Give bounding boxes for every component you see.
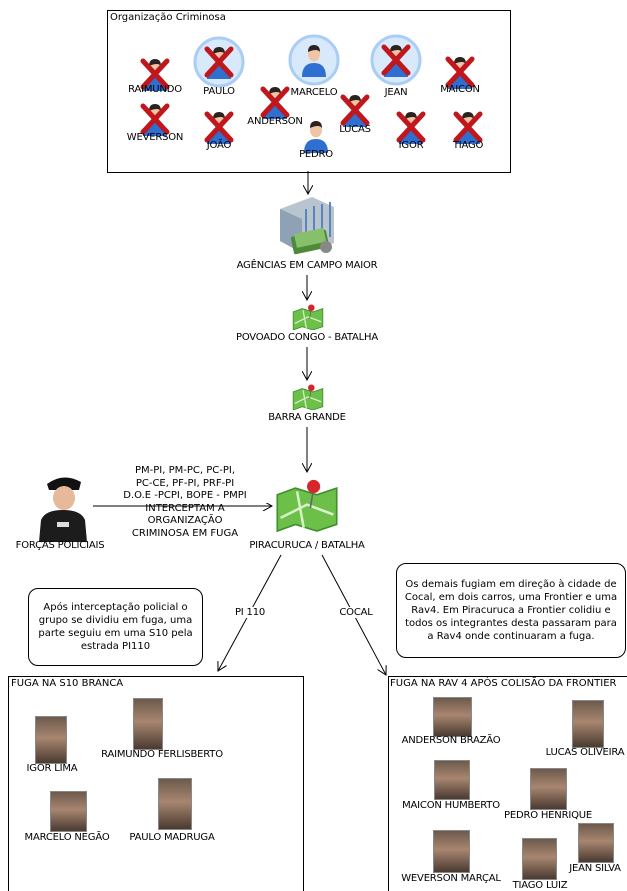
cross-mark [140, 103, 170, 135]
route-label-barra-grande: BARRA GRANDE [268, 412, 346, 423]
action-line: PC-CE, PF-PI, PRF-PI [135, 477, 235, 489]
suspect-name: JEAN SILVA [569, 863, 621, 874]
cross-mark [396, 111, 426, 143]
suspect-name: WEVERSON MARÇAL [401, 873, 501, 884]
branch-label-cocal: COCAL [339, 607, 373, 618]
person-icon [138, 100, 172, 143]
suspect-photo [522, 838, 557, 880]
member-label: PEDRO [299, 149, 333, 160]
suspect-photo [433, 697, 472, 737]
person-icon [338, 91, 372, 134]
suspect-name: PEDRO HENRIQUE [504, 810, 592, 821]
group-s10 [8, 676, 304, 891]
suspect-name: ANDERSON BRAZÃO [401, 735, 501, 746]
route-label-congo: POVOADO CONGO - BATALHA [235, 332, 379, 343]
person-icon [288, 34, 341, 90]
member-label: ANDERSON [247, 116, 303, 127]
cross-mark [445, 56, 475, 88]
cross-mark [204, 111, 234, 143]
suspect-photo [530, 768, 567, 810]
member-label: LUCAS [339, 124, 371, 135]
map-pin-icon [274, 474, 340, 535]
member-label: PAULO [203, 86, 235, 97]
cross-mark [260, 86, 290, 118]
suspect-photo [572, 700, 604, 748]
map-pin-icon [291, 382, 325, 413]
group-rav4-title: FUGA NA RAV 4 APÓS COLISÃO DA FRONTIER [390, 678, 617, 689]
suspect-photo [433, 830, 470, 873]
person-icon [202, 108, 236, 151]
suspect-name: RAIMUNDO FERLISBERTO [101, 749, 223, 760]
cross-mark [140, 58, 170, 90]
suspect-photo [578, 823, 614, 863]
person-icon [193, 36, 246, 92]
cross-mark [204, 46, 234, 78]
suspect-photo [50, 791, 87, 832]
action-line: ORGANIZAÇÃO [147, 515, 223, 526]
police-officer-icon [33, 472, 93, 545]
group-s10-title: FUGA NA S10 BRANCA [11, 678, 124, 689]
group-rav4 [388, 676, 627, 891]
route-label-piracuruca: PIRACURUCA / BATALHA [249, 540, 365, 551]
action-line: CRIMINOSA EM FUGA [131, 527, 239, 539]
note-left: Após interceptação policial o grupo se d… [28, 588, 203, 666]
suspect-name: MAICON HUMBERTO [402, 800, 500, 811]
person-icon [258, 83, 292, 126]
action-line: INTERCEPTAM A [145, 502, 225, 514]
map-pin-icon [291, 302, 325, 333]
suspect-photo [158, 778, 192, 830]
person-icon [394, 108, 428, 151]
suspect-photo [133, 698, 163, 750]
person-icon [299, 117, 333, 160]
police-label: FORÇAS POLICIAIS [15, 540, 105, 551]
route-label-agencias: AGÊNCIAS EM CAMPO MAIOR [236, 260, 378, 271]
note-right-text: Os demais fugiam em direção à cidade de … [404, 579, 618, 642]
person-icon [443, 53, 477, 96]
suspect-name: TIAGO LUIZ [512, 880, 568, 891]
note-right: Os demais fugiam em direção à cidade de … [396, 563, 626, 658]
organization-title: Organização Criminosa [110, 12, 226, 23]
member-label: MAICON [440, 84, 480, 95]
police-action-text: PM-PI, PM-PC, PC-PI, PC-CE, PF-PI, PRF-P… [95, 465, 275, 540]
action-line: D.O.E -PCPI, BOPE - PMPI [95, 490, 275, 503]
cross-mark [340, 94, 370, 126]
organization-box [107, 10, 511, 173]
person-icon [370, 34, 423, 90]
cross-mark [453, 111, 483, 143]
branch-label-pi110: PI 110 [234, 607, 266, 618]
suspect-photo [35, 716, 67, 764]
bank-building-icon [272, 195, 342, 260]
member-label: JEAN [384, 87, 408, 98]
member-label: RAIMUNDO [128, 84, 182, 95]
person-icon [451, 108, 485, 151]
member-label: TIAGO [452, 140, 484, 151]
person-icon [138, 55, 172, 98]
action-line: PM-PI, PM-PC, PC-PI, [134, 465, 236, 476]
suspect-name: LUCAS OLIVEIRA [545, 747, 625, 758]
cross-mark [381, 44, 411, 76]
suspect-photo [434, 760, 470, 800]
member-label: JOÃO [206, 140, 232, 151]
member-label: MARCELO [290, 87, 338, 98]
suspect-name: IGOR LIMA [26, 763, 78, 774]
member-label: WEVERSON [126, 132, 184, 143]
note-left-text: Após interceptação policial o grupo se d… [38, 602, 193, 652]
suspect-name: MARCELO NEGÃO [24, 832, 110, 843]
suspect-name: PAULO MADRUGA [129, 832, 215, 843]
member-label: IGOR [398, 140, 424, 151]
